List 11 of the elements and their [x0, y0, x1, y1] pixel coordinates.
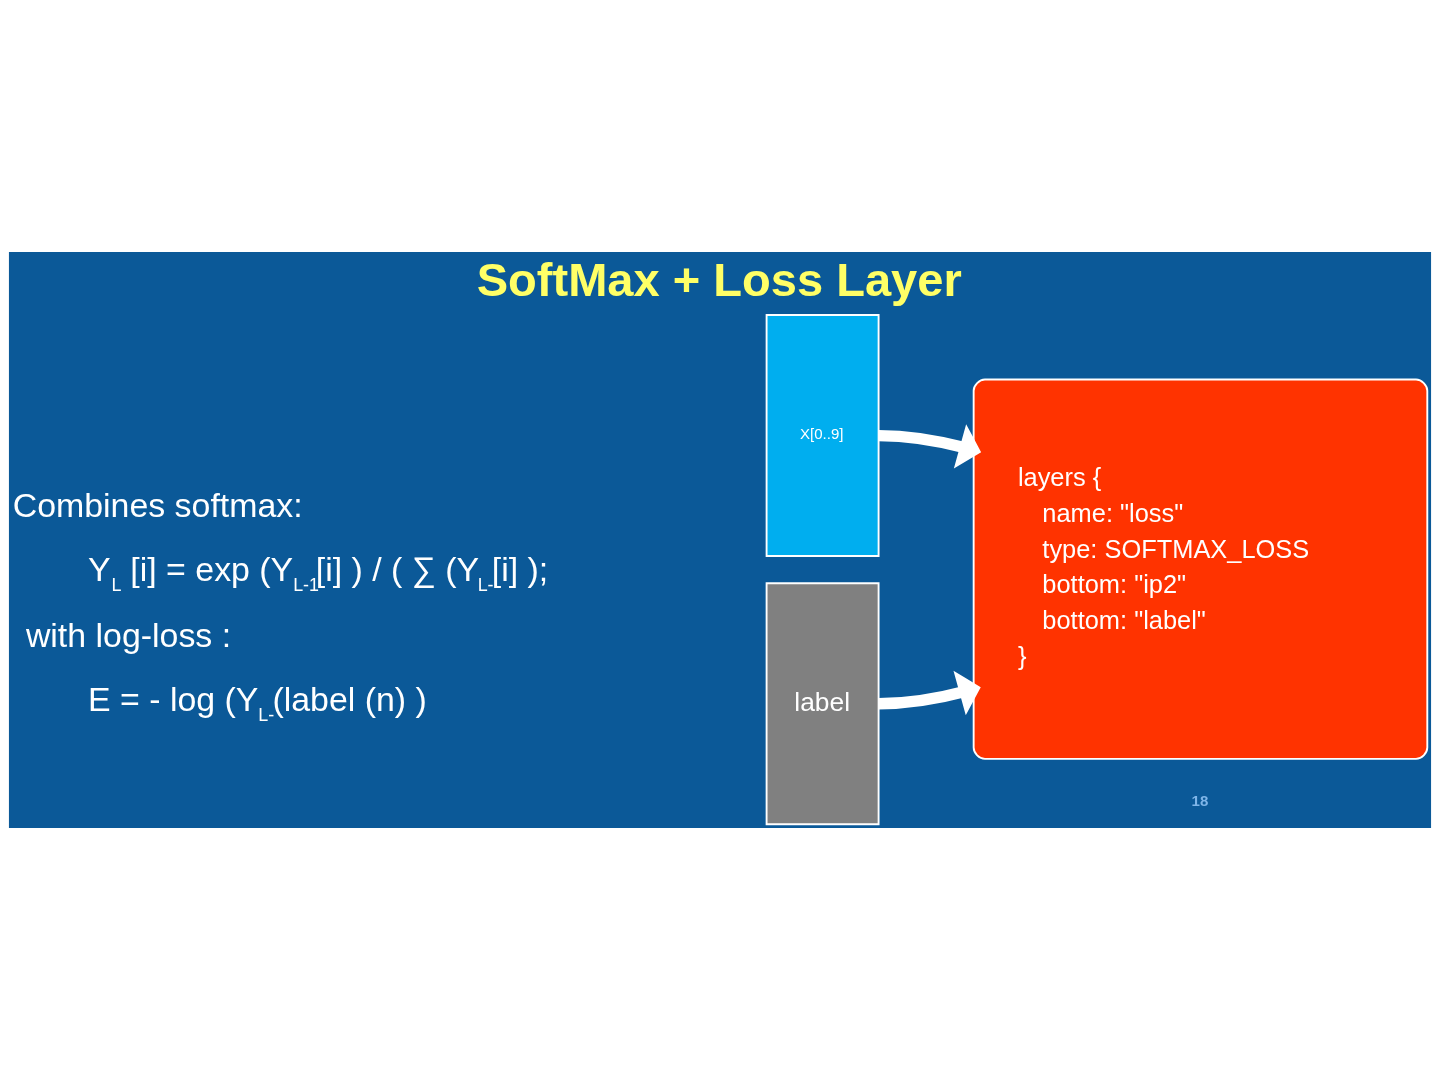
label: Y$_{L}$ [i] = exp (Y$_{L-1}$[i] ) / ( ∑ (Y$_{L-}$[i] ); [88, 550, 549, 596]
diagram-title: SoftMax + Loss Layer [476, 253, 962, 307]
arrow [878, 670, 981, 716]
label: E = - log (Y$_{L-}$(label (n) ) [88, 680, 427, 726]
node-box: label [765, 582, 880, 826]
label: Combines softmax: [12, 486, 303, 525]
node-box: X[0..9] [765, 314, 880, 557]
arrow [878, 424, 982, 469]
label: with log-loss : [25, 616, 232, 655]
node-box: layers { name: "loss" type: SOFTMAX_LOSS bottom: "ip2" bottom: "label" } [972, 378, 1429, 760]
label: 18 [1191, 792, 1209, 810]
